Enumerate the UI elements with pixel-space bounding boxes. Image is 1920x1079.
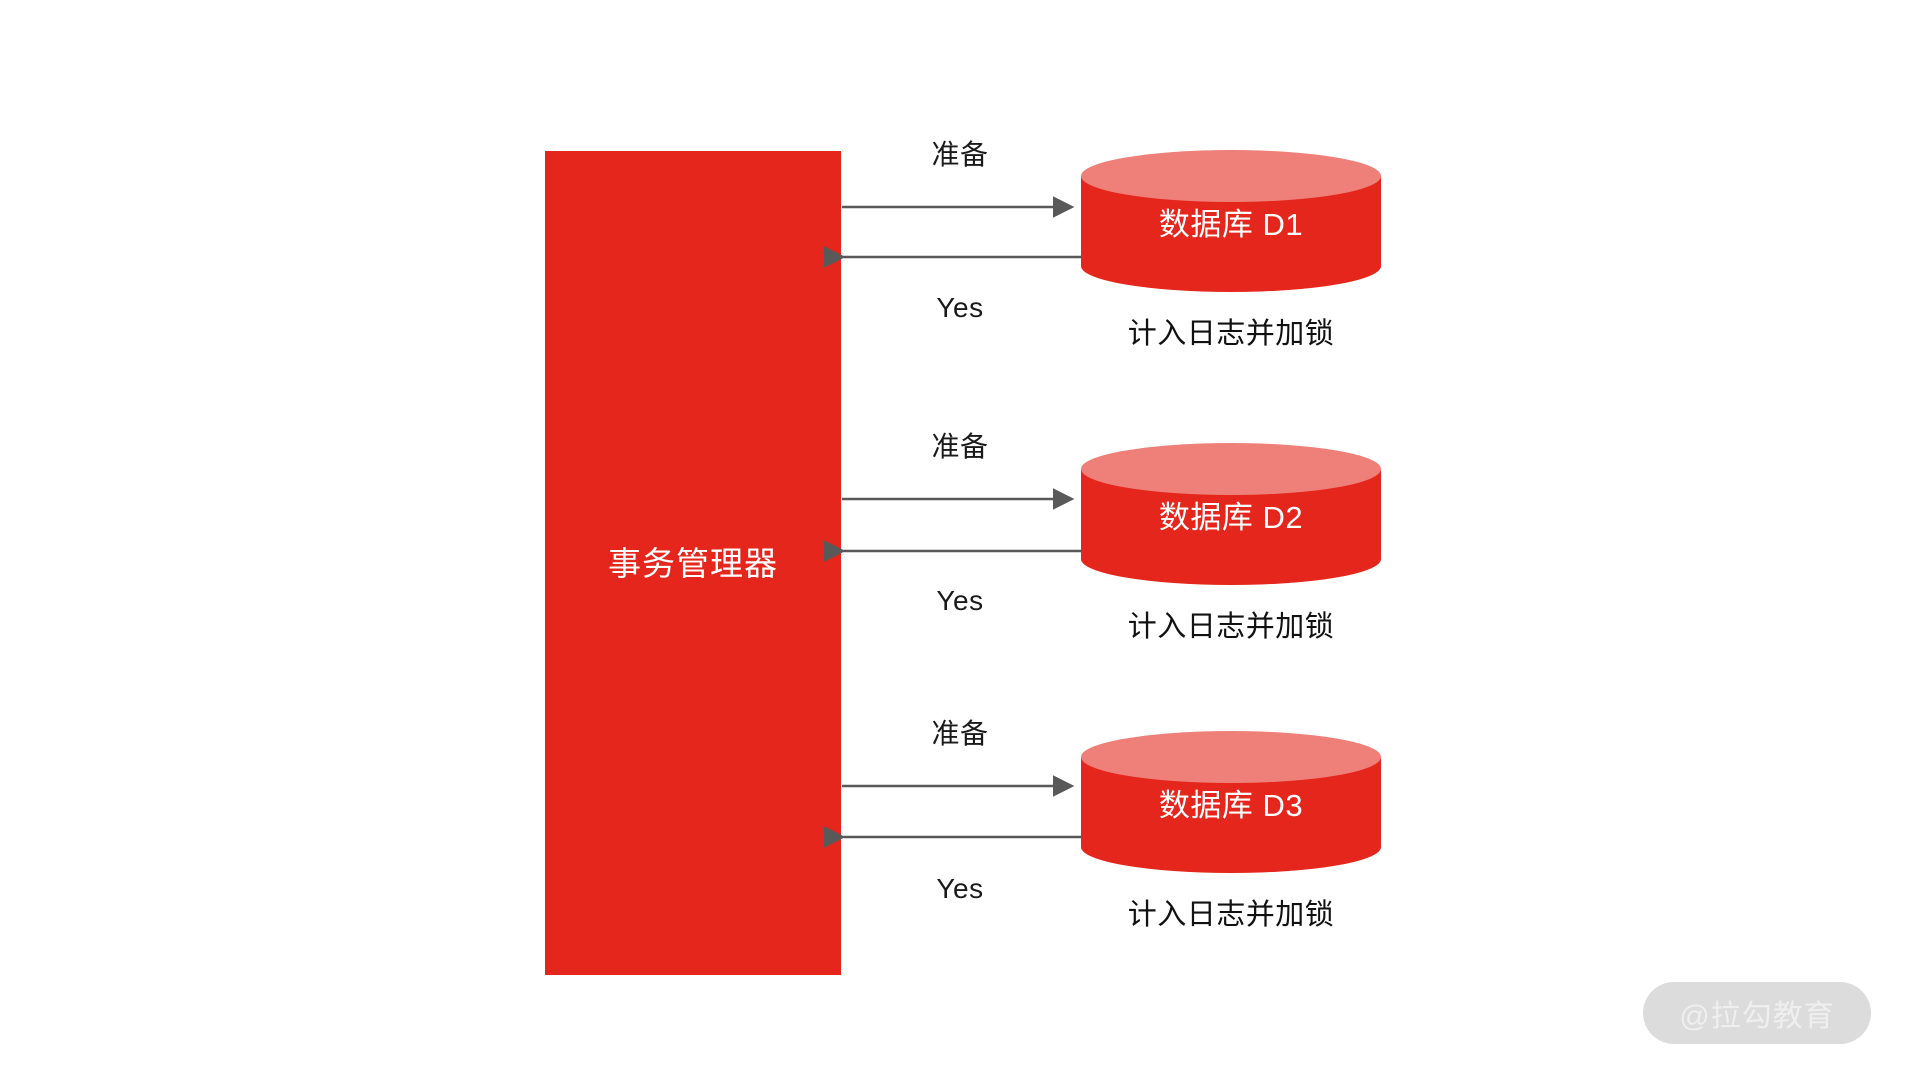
edge-label-yes-d2: Yes [936,585,984,616]
database-caption-d2: 计入日志并加锁 [1127,611,1335,643]
cylinder-top-d1 [1081,150,1381,202]
transaction-manager-label: 事务管理器 [608,544,778,582]
database-label-d3: 数据库 D3 [1158,787,1304,823]
cylinder-top-d2 [1081,443,1381,495]
edge-label-prepare-d1: 准备 [931,139,989,170]
cylinder-shape-d2: 数据库 D2 [1081,443,1381,585]
edge-label-prepare-d2: 准备 [931,431,989,462]
edge-label-yes-d1: Yes [936,292,984,323]
edge-label-prepare-d3: 准备 [931,718,989,749]
database-caption-d3: 计入日志并加锁 [1127,899,1335,931]
database-caption-d1: 计入日志并加锁 [1127,318,1335,350]
database-node-d1[interactable]: 数据库 D1 计入日志并加锁 [1081,150,1381,350]
database-node-d3[interactable]: 数据库 D3 计入日志并加锁 [1081,731,1381,931]
database-label-d2: 数据库 D2 [1158,499,1304,535]
watermark-text: @拉勾教育 [1679,1000,1835,1033]
watermark-badge: @拉勾教育 [1643,982,1871,1044]
database-label-d1: 数据库 D1 [1158,206,1304,242]
transaction-manager-box[interactable]: 事务管理器 [545,151,841,975]
cylinder-top-d3 [1081,731,1381,783]
edge-label-yes-d3: Yes [936,873,984,904]
cylinder-shape-d1: 数据库 D1 [1081,150,1381,292]
cylinder-shape-d3: 数据库 D3 [1081,731,1381,873]
database-node-d2[interactable]: 数据库 D2 计入日志并加锁 [1081,443,1381,643]
